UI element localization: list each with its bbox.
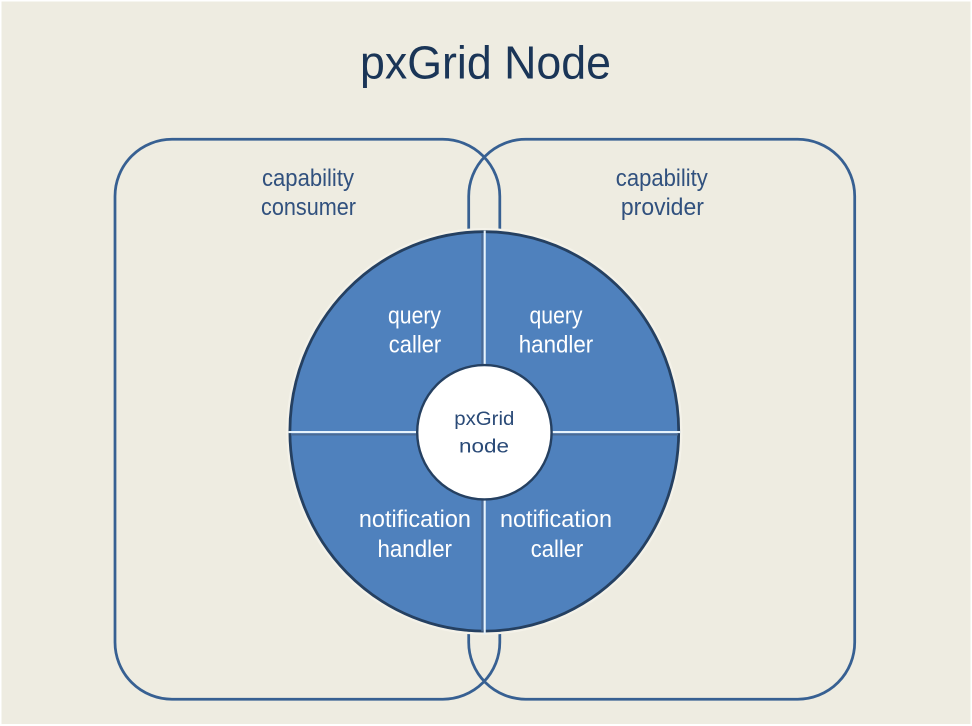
svg-text:handler: handler xyxy=(377,536,452,563)
svg-text:notification: notification xyxy=(359,506,471,533)
svg-text:query: query xyxy=(388,302,441,329)
svg-text:caller: caller xyxy=(389,331,442,358)
svg-text:consumer: consumer xyxy=(261,194,356,221)
svg-text:pxGrid Node: pxGrid Node xyxy=(360,37,611,89)
svg-text:notification: notification xyxy=(500,506,612,533)
svg-text:caller: caller xyxy=(531,536,584,563)
svg-text:node: node xyxy=(459,435,509,457)
svg-text:provider: provider xyxy=(621,194,704,221)
svg-text:handler: handler xyxy=(519,331,594,358)
svg-text:query: query xyxy=(530,302,583,329)
svg-text:capability: capability xyxy=(262,165,354,192)
svg-text:capability: capability xyxy=(616,165,708,192)
svg-text:pxGrid: pxGrid xyxy=(454,408,514,430)
